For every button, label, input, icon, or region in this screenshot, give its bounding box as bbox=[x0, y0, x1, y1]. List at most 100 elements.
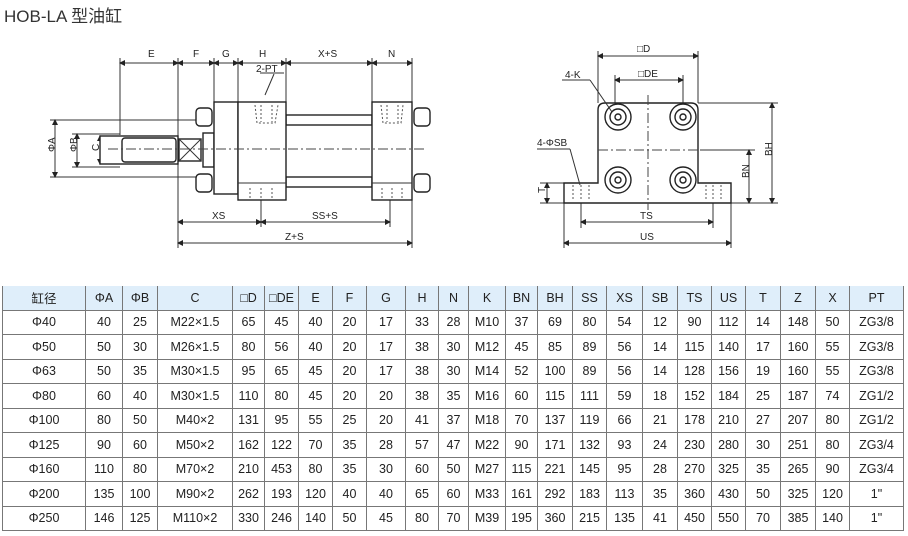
table-cell: 65 bbox=[405, 481, 439, 507]
table-cell: M16 bbox=[468, 383, 506, 409]
table-cell: 137 bbox=[537, 408, 573, 433]
table-cell: 146 bbox=[85, 506, 123, 531]
table-cell: 17 bbox=[366, 334, 406, 360]
table-cell: 35 bbox=[642, 481, 678, 507]
table-cell: 135 bbox=[85, 481, 123, 507]
table-cell: 52 bbox=[505, 359, 538, 384]
table-cell: 90 bbox=[677, 310, 712, 335]
table-cell: 21 bbox=[642, 408, 678, 433]
table-cell: 27 bbox=[745, 408, 781, 433]
table-cell: ZG3/8 bbox=[849, 359, 904, 384]
table-cell: 140 bbox=[711, 334, 746, 360]
table-cell: 215 bbox=[572, 506, 607, 531]
table-cell: ZG1/2 bbox=[849, 383, 904, 409]
table-cell: M39 bbox=[468, 506, 506, 531]
table-cell: M10 bbox=[468, 310, 506, 335]
table-cell: 70 bbox=[438, 506, 469, 531]
table-cell: 115 bbox=[505, 457, 538, 482]
table-cell: 132 bbox=[572, 432, 607, 458]
dim-label-xs: XS bbox=[212, 211, 226, 222]
table-cell: Φ125 bbox=[2, 432, 86, 458]
table-cell: 17 bbox=[366, 310, 406, 335]
column-header: ΦB bbox=[122, 286, 158, 311]
dim-label-d: □D bbox=[637, 44, 650, 55]
table-cell: 14 bbox=[745, 310, 781, 335]
table-cell: 60 bbox=[122, 432, 158, 458]
table-cell: 20 bbox=[332, 310, 367, 335]
table-cell: 50 bbox=[815, 310, 850, 335]
table-cell: 1" bbox=[849, 481, 904, 507]
table-cell: 80 bbox=[405, 506, 439, 531]
table-cell: 80 bbox=[264, 383, 299, 409]
table-cell: 66 bbox=[606, 408, 643, 433]
column-header: □D bbox=[232, 286, 265, 311]
table-cell: 56 bbox=[264, 334, 299, 360]
table-cell: 60 bbox=[505, 383, 538, 409]
column-header: T bbox=[745, 286, 781, 311]
table-cell: 20 bbox=[332, 359, 367, 384]
table-cell: M22×1.5 bbox=[157, 310, 233, 335]
dim-label-de: □DE bbox=[638, 69, 658, 80]
table-cell: 20 bbox=[332, 334, 367, 360]
table-cell: Φ40 bbox=[2, 310, 86, 335]
table-cell: 17 bbox=[745, 334, 781, 360]
table-cell: 80 bbox=[815, 408, 850, 433]
table-cell: 385 bbox=[780, 506, 816, 531]
table-cell: 111 bbox=[572, 383, 607, 409]
table-cell: 145 bbox=[572, 457, 607, 482]
table-cell: 28 bbox=[438, 310, 469, 335]
table-cell: 221 bbox=[537, 457, 573, 482]
table-cell: M14 bbox=[468, 359, 506, 384]
table-cell: 45 bbox=[298, 359, 333, 384]
table-cell: 550 bbox=[711, 506, 746, 531]
table-cell: 184 bbox=[711, 383, 746, 409]
table-cell: 80 bbox=[298, 457, 333, 482]
table-cell: ZG3/8 bbox=[849, 310, 904, 335]
table-cell: 37 bbox=[505, 310, 538, 335]
table-cell: 115 bbox=[537, 383, 573, 409]
table-cell: 230 bbox=[677, 432, 712, 458]
table-cell: 25 bbox=[745, 383, 781, 409]
table-cell: 65 bbox=[232, 310, 265, 335]
table-cell: 69 bbox=[537, 310, 573, 335]
table-cell: 24 bbox=[642, 432, 678, 458]
table-cell: 160 bbox=[780, 359, 816, 384]
table-cell: 38 bbox=[405, 359, 439, 384]
table-cell: 100 bbox=[537, 359, 573, 384]
table-cell: 47 bbox=[438, 432, 469, 458]
table-cell: 292 bbox=[537, 481, 573, 507]
table-cell: 360 bbox=[537, 506, 573, 531]
table-cell: 207 bbox=[780, 408, 816, 433]
table-cell: 171 bbox=[537, 432, 573, 458]
table-cell: 30 bbox=[438, 359, 469, 384]
table-cell: 59 bbox=[606, 383, 643, 409]
table-cell: 120 bbox=[298, 481, 333, 507]
table-cell: 30 bbox=[438, 334, 469, 360]
table-cell: 14 bbox=[642, 334, 678, 360]
table-cell: 40 bbox=[332, 481, 367, 507]
table-cell: 33 bbox=[405, 310, 439, 335]
dim-label-sb: 4-ΦSB bbox=[537, 138, 568, 149]
table-cell: 140 bbox=[298, 506, 333, 531]
table-cell: 330 bbox=[232, 506, 265, 531]
table-cell: 41 bbox=[405, 408, 439, 433]
table-cell: 110 bbox=[85, 457, 123, 482]
dim-label-a: ΦA bbox=[47, 137, 58, 152]
table-cell: 80 bbox=[122, 457, 158, 482]
column-header: Z bbox=[780, 286, 816, 311]
table-cell: 125 bbox=[122, 506, 158, 531]
table-cell: 45 bbox=[505, 334, 538, 360]
table-cell: 70 bbox=[505, 408, 538, 433]
table-cell: 89 bbox=[572, 359, 607, 384]
table-cell: 110 bbox=[232, 383, 265, 409]
table-cell: 178 bbox=[677, 408, 712, 433]
table-cell: M30×1.5 bbox=[157, 383, 233, 409]
table-cell: 161 bbox=[505, 481, 538, 507]
table-cell: 85 bbox=[537, 334, 573, 360]
table-cell: 56 bbox=[606, 334, 643, 360]
